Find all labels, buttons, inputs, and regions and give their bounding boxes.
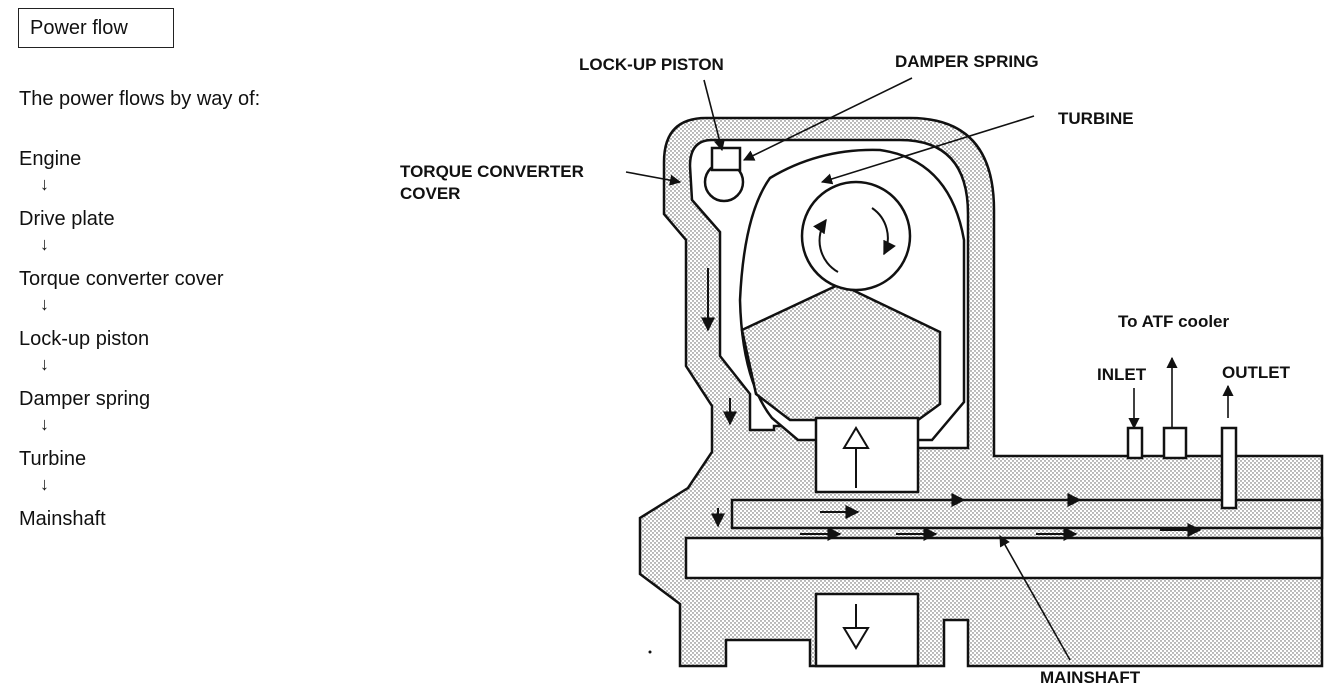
flow-step-torque-converter-cover: Torque converter cover (19, 268, 224, 290)
intro-text: The power flows by way of: (19, 88, 261, 110)
flow-step-damper-spring: Damper spring (19, 388, 151, 410)
flow-step-turbine: Turbine (19, 448, 87, 470)
flow-arrows (701, 207, 1202, 640)
converter-housing (638, 116, 1324, 668)
label-outlet: OUTLET (1222, 363, 1291, 382)
leader-lines (625, 77, 1234, 661)
flow-step-lockup-piston: Lock-up piston (19, 328, 150, 350)
label-torque-converter-cover-line2: COVER (400, 184, 460, 203)
label-lockup-piston: LOCK-UP PISTON (579, 55, 724, 74)
label-to-atf-cooler: To ATF cooler (1118, 312, 1230, 331)
down-arrow-icon: ↓ (40, 174, 49, 194)
down-arrow-icon: ↓ (40, 294, 49, 314)
down-arrow-icon: ↓ (40, 354, 49, 374)
label-turbine: TURBINE (1058, 109, 1134, 128)
down-arrow-icon (842, 627, 870, 650)
down-arrow-icon: ↓ (40, 234, 49, 254)
flow-step-drive-plate: Drive plate (19, 208, 115, 230)
down-arrow-icon: ↓ (40, 474, 49, 494)
section-title: Power flow (18, 8, 174, 48)
label-inlet: INLET (1097, 365, 1147, 384)
flow-step-engine: Engine (19, 148, 82, 170)
label-mainshaft: MAINSHAFT (1040, 668, 1141, 687)
power-flow-list: Engine ↓ Drive plate ↓ Torque converter … (19, 146, 224, 533)
label-damper-spring: DAMPER SPRING (895, 52, 1039, 71)
label-torque-converter-cover-line1: TORQUE CONVERTER (400, 162, 584, 181)
down-arrow-icon: ↓ (40, 414, 49, 434)
stray-dot (648, 650, 652, 654)
flow-step-mainshaft: Mainshaft (19, 508, 106, 530)
up-arrow-icon (842, 426, 870, 449)
